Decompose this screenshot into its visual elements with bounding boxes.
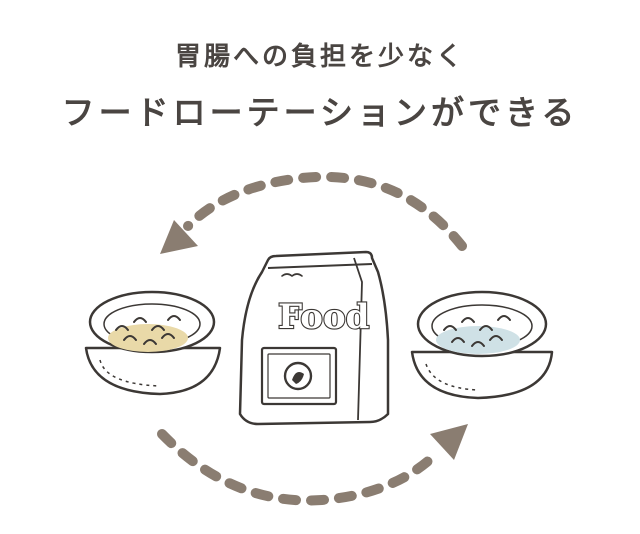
left-food-bowl-icon: [84, 290, 222, 396]
right-food-bowl-icon: [410, 290, 554, 400]
bag-label: Food: [278, 297, 369, 337]
rotation-arrow-top-icon: [160, 171, 467, 254]
rotation-arrow-bottom-icon: [157, 424, 468, 506]
heading-title: フードローテーションができる: [61, 93, 579, 132]
food-bag-icon: Food: [238, 250, 390, 426]
heading-subtitle: 胃腸への負担を少なく: [174, 42, 465, 72]
